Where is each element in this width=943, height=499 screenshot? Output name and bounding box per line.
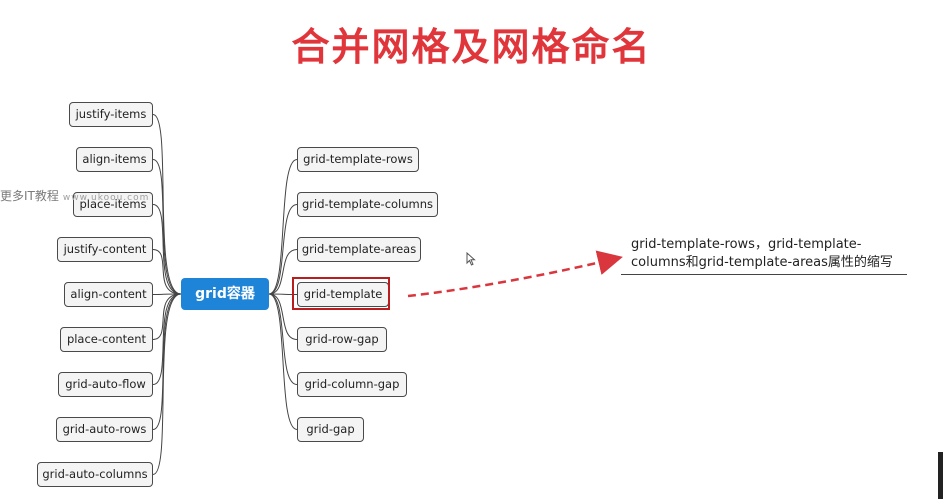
left-node-place-items[interactable]: place-items — [73, 192, 153, 217]
mouse-cursor-icon — [466, 252, 476, 266]
connector-right-grid-gap — [268, 293, 298, 430]
right-node-grid-template-columns[interactable]: grid-template-columns — [297, 192, 438, 217]
left-node-place-content[interactable]: place-content — [60, 327, 153, 352]
left-node-grid-auto-flow[interactable]: grid-auto-flow — [58, 372, 153, 397]
connector-left-place-content — [152, 293, 182, 340]
connector-right-grid-column-gap — [268, 293, 298, 385]
right-node-grid-column-gap[interactable]: grid-column-gap — [297, 372, 407, 397]
connector-right-grid-row-gap — [268, 293, 298, 340]
right-node-grid-template-areas[interactable]: grid-template-areas — [297, 237, 421, 262]
watermark-text: 更多IT教程 — [0, 189, 59, 203]
left-node-align-items[interactable]: align-items — [76, 147, 153, 172]
connector-left-align-content — [152, 293, 182, 295]
connector-left-align-items — [152, 159, 182, 295]
page-title: 合并网格及网格命名 — [291, 25, 652, 69]
annotation-underline — [621, 274, 907, 275]
left-node-align-content[interactable]: align-content — [64, 282, 153, 307]
connector-left-place-items — [152, 204, 182, 295]
connector-left-justify-items — [152, 114, 182, 295]
right-node-grid-gap[interactable]: grid-gap — [297, 417, 364, 442]
connector-right-grid-template-columns — [268, 204, 298, 295]
right-node-grid-template[interactable]: grid-template — [297, 282, 389, 307]
connector-right-grid-template-rows — [268, 159, 298, 295]
left-node-justify-items[interactable]: justify-items — [69, 102, 153, 127]
connector-left-justify-content — [152, 249, 182, 295]
annotation-note: grid-template-rows，grid-template-columns… — [631, 237, 893, 270]
connector-left-grid-auto-rows — [152, 293, 182, 430]
left-node-grid-auto-columns[interactable]: grid-auto-columns — [37, 462, 153, 487]
highlight-box — [292, 277, 390, 310]
watermark-url: www.ukoou.com — [62, 193, 150, 203]
edge-mark — [938, 452, 943, 499]
connector-right-grid-template-areas — [268, 249, 298, 295]
connector-left-grid-auto-columns — [152, 293, 182, 475]
left-node-justify-content[interactable]: justify-content — [57, 237, 153, 262]
right-node-grid-row-gap[interactable]: grid-row-gap — [297, 327, 387, 352]
annotation-arrow — [407, 250, 623, 298]
connector-left-grid-auto-flow — [152, 293, 182, 385]
left-node-grid-auto-rows[interactable]: grid-auto-rows — [56, 417, 153, 442]
center-node[interactable]: grid容器 — [181, 278, 269, 310]
right-node-grid-template-rows[interactable]: grid-template-rows — [297, 147, 419, 172]
